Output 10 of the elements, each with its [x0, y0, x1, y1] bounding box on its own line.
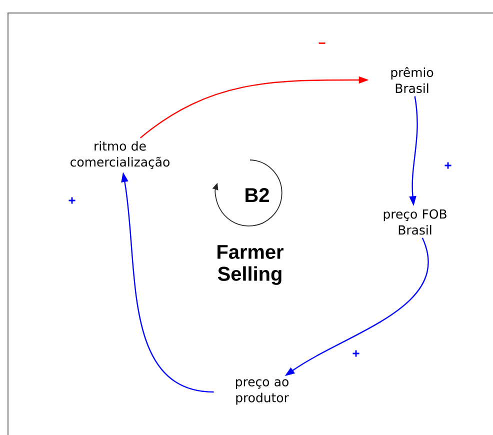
polarity-sign: +	[444, 162, 452, 169]
loop-label: B2	[246, 188, 269, 202]
polarity-sign: +	[352, 350, 360, 357]
polarity-sign: −	[318, 42, 326, 44]
polarity-sign: +	[68, 197, 76, 204]
variable-name: preço FOB Brasil	[384, 209, 446, 235]
loop-name: Farmer Selling	[218, 245, 284, 285]
variable-name: ritmo de comercialização	[70, 141, 170, 169]
variable-name: prêmio Brasil	[391, 66, 434, 94]
variable-name: preço ao produtor	[236, 379, 289, 405]
